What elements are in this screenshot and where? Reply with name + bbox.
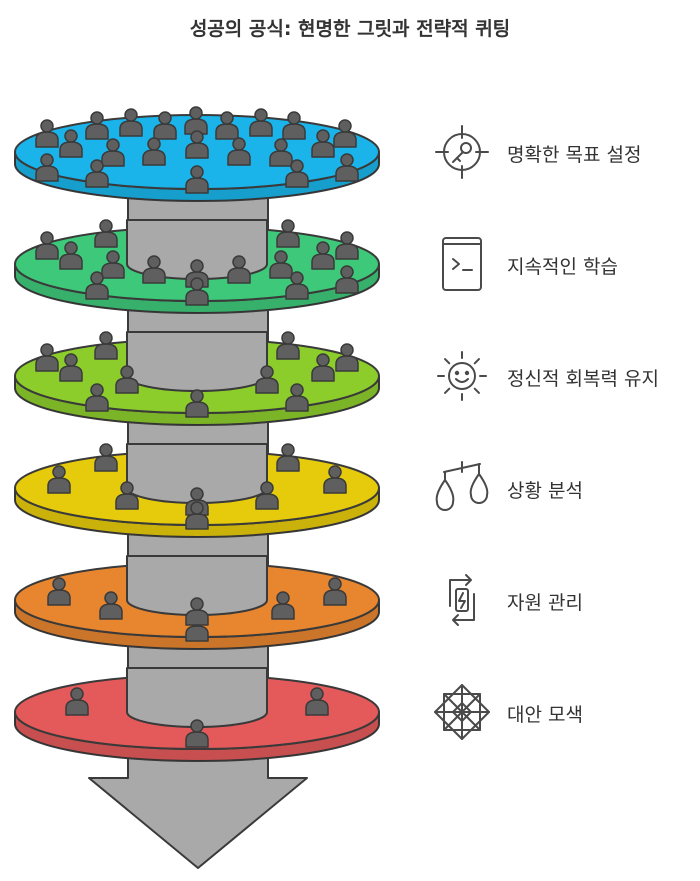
person-figure	[185, 501, 209, 530]
level-label-4: 상황 분석	[507, 480, 583, 502]
person-figure	[285, 271, 309, 300]
person-figure	[276, 331, 300, 360]
level-label-3: 정신적 회복력 유지	[507, 368, 659, 390]
person-figure	[94, 443, 118, 472]
person-figure	[115, 365, 139, 394]
person-figure	[249, 108, 273, 137]
level-disc-3	[14, 331, 380, 426]
level-disc-6	[14, 667, 380, 762]
person-figure	[269, 138, 293, 167]
person-figure	[282, 111, 306, 140]
person-figure	[269, 250, 293, 279]
level-disc-4	[14, 443, 380, 538]
person-figure	[335, 153, 359, 182]
person-figure	[119, 108, 143, 137]
person-figure	[335, 231, 359, 260]
person-figure	[101, 138, 125, 167]
person-figure	[335, 343, 359, 372]
person-figure	[94, 331, 118, 360]
person-figure	[47, 577, 71, 606]
person-figure	[255, 481, 279, 510]
level-disc-1	[14, 106, 380, 202]
target-key-icon	[435, 125, 489, 179]
person-figure	[85, 271, 109, 300]
person-figure	[311, 353, 335, 382]
level-disc-5	[14, 555, 380, 650]
person-figure	[65, 687, 89, 716]
balance-scale-icon	[435, 461, 489, 511]
person-figure	[59, 241, 83, 270]
level-label-6: 대안 모색	[507, 704, 583, 726]
person-figure	[85, 159, 109, 188]
person-figure	[185, 130, 209, 159]
person-figure	[85, 383, 109, 412]
person-figure	[335, 265, 359, 294]
person-figure	[185, 597, 209, 626]
person-figure	[85, 111, 109, 140]
person-figure	[323, 577, 347, 606]
person-figure	[59, 353, 83, 382]
person-figure	[276, 219, 300, 248]
level-disc-2	[14, 219, 380, 314]
person-figure	[276, 443, 300, 472]
smiling-sun-icon	[437, 351, 487, 401]
person-figure	[59, 129, 83, 158]
person-figure	[285, 159, 309, 188]
person-figure	[142, 137, 166, 166]
person-figure	[185, 165, 209, 194]
person-figure	[115, 481, 139, 510]
person-figure	[323, 465, 347, 494]
level-label-5: 자원 관리	[507, 592, 583, 614]
level-label-1: 명확한 목표 설정	[507, 144, 642, 166]
person-figure	[142, 255, 166, 284]
person-figure	[305, 687, 329, 716]
level-label-2: 지속적인 학습	[507, 256, 618, 278]
person-figure	[35, 119, 59, 148]
person-figure	[185, 277, 209, 306]
person-figure	[311, 241, 335, 270]
person-figure	[271, 591, 295, 620]
person-figure	[94, 219, 118, 248]
person-figure	[35, 153, 59, 182]
person-figure	[185, 719, 209, 748]
person-figure	[311, 129, 335, 158]
person-figure	[35, 231, 59, 260]
person-figure	[35, 343, 59, 372]
person-figure	[47, 465, 71, 494]
person-figure	[184, 106, 208, 135]
person-figure	[101, 250, 125, 279]
person-figure	[153, 111, 177, 140]
recycle-battery-icon	[449, 574, 475, 626]
person-figure	[215, 111, 239, 140]
person-figure	[185, 389, 209, 418]
person-figure	[333, 119, 357, 148]
person-figure	[99, 591, 123, 620]
diagram-title: 성공의 공식: 현명한 그릿과 전략적 퀴팅	[189, 18, 511, 40]
person-figure	[227, 137, 251, 166]
terminal-book-icon	[442, 237, 482, 291]
person-figure	[285, 383, 309, 412]
person-figure	[255, 365, 279, 394]
person-figure	[227, 255, 251, 284]
snowflake-icon	[434, 684, 490, 740]
